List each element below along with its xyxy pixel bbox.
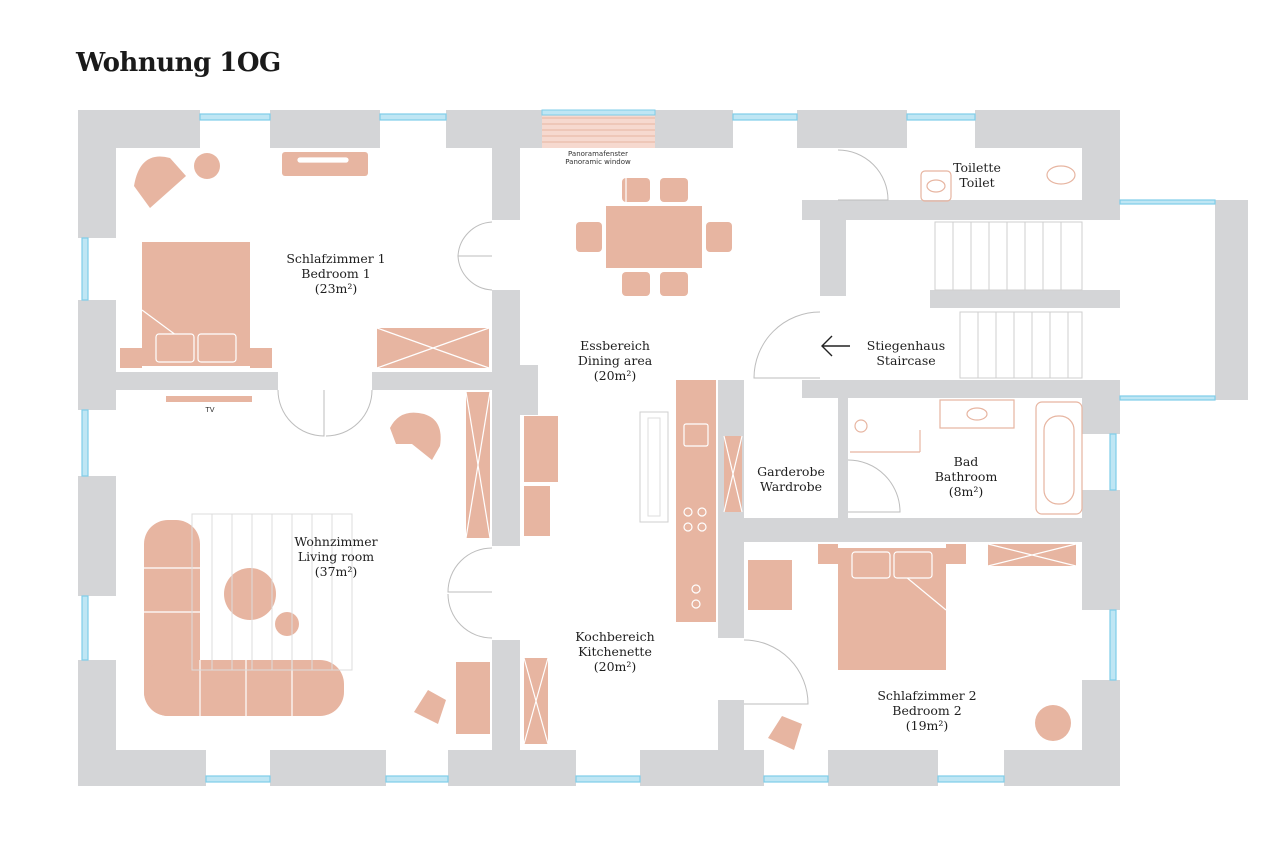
room-name-en: Living room	[298, 549, 374, 564]
room-area: (20m²)	[594, 659, 637, 674]
room-name-de: Bad	[954, 454, 979, 469]
room-area: (8m²)	[949, 484, 984, 499]
label-wardrobe: Garderobe Wardrobe	[757, 464, 825, 494]
label-dining: Essbereich Dining area (20m²)	[578, 338, 653, 383]
room-area: (20m²)	[594, 368, 637, 383]
room-name-en: Toilet	[959, 175, 994, 190]
room-name-de: Garderobe	[757, 464, 825, 479]
label-kitchen: Kochbereich Kitchenette (20m²)	[575, 629, 654, 674]
walls	[78, 110, 1248, 786]
room-name-de: Toilette	[953, 160, 1001, 175]
label-staircase: Stiegenhaus Staircase	[867, 338, 945, 368]
tv-label: TV	[204, 406, 214, 414]
room-name-de: Schlafzimmer 1	[286, 251, 385, 266]
panoramic-label-de: Panoramafenster	[568, 150, 628, 158]
room-name-de: Kochbereich	[575, 629, 654, 644]
room-name-en: Bedroom 2	[892, 703, 961, 718]
room-labels: Schlafzimmer 1 Bedroom 1 (23m²) Wohnzimm…	[204, 150, 1000, 733]
rug	[191, 513, 353, 671]
room-name-de: Schlafzimmer 2	[877, 688, 976, 703]
room-area: (19m²)	[906, 718, 949, 733]
label-bedroom2: Schlafzimmer 2 Bedroom 2 (19m²)	[877, 688, 976, 733]
room-name-de: Essbereich	[580, 338, 650, 353]
room-name-de: Wohnzimmer	[294, 534, 377, 549]
room-name-en: Bathroom	[935, 469, 998, 484]
room-area: (23m²)	[315, 281, 358, 296]
windows	[81, 113, 1216, 783]
room-name-en: Kitchenette	[578, 644, 652, 659]
label-bedroom1: Schlafzimmer 1 Bedroom 1 (23m²)	[286, 251, 385, 296]
room-name-en: Staircase	[876, 353, 935, 368]
sanitary	[850, 165, 1083, 515]
panoramic-label-en: Panoramic window	[565, 158, 631, 166]
room-name-en: Dining area	[578, 353, 653, 368]
label-toilet: Toilette Toilet	[953, 160, 1001, 190]
plan-title: Wohnung 1OG	[76, 48, 281, 78]
label-living: Wohnzimmer Living room (37m²)	[294, 534, 377, 579]
stairs	[934, 221, 1083, 379]
panoramic-window	[541, 109, 656, 148]
room-name-en: Wardrobe	[760, 479, 822, 494]
room-name-en: Bedroom 1	[301, 266, 370, 281]
room-name-de: Stiegenhaus	[867, 338, 945, 353]
room-area: (37m²)	[315, 564, 358, 579]
label-bathroom: Bad Bathroom (8m²)	[935, 454, 998, 499]
arrow-left-icon	[821, 335, 850, 357]
doors	[277, 149, 901, 705]
side-table	[639, 411, 669, 523]
